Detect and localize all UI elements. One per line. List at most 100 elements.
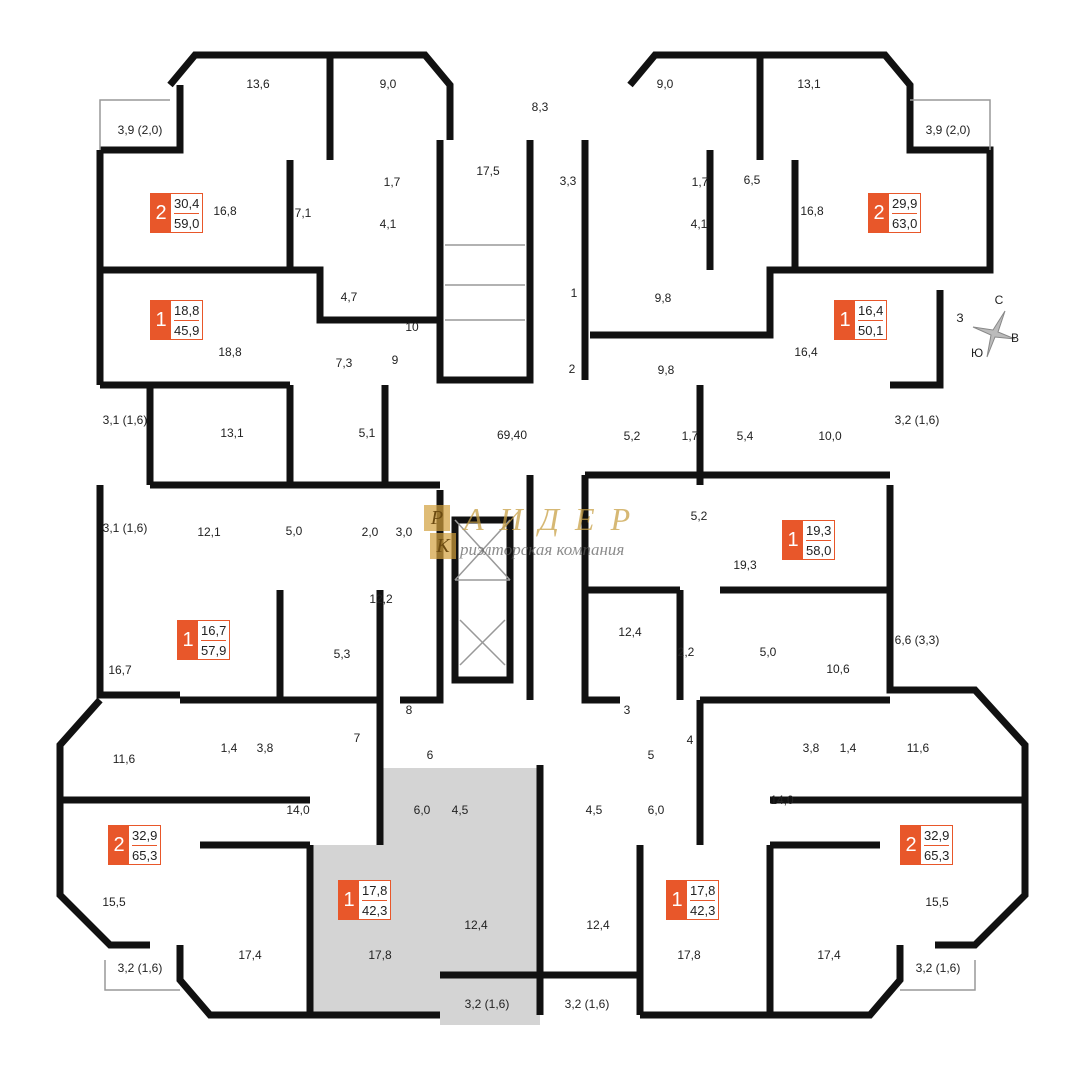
room-area-label: 6,6 (3,3) — [894, 633, 940, 647]
room-area-label: 3,2 (1,6) — [464, 997, 510, 1011]
living-area: 29,9 — [892, 194, 918, 214]
room-area-label: 12,1 — [197, 525, 221, 539]
room-count: 2 — [869, 194, 889, 232]
room-area-label: 17,8 — [368, 948, 392, 962]
room-area-label: 9 — [391, 353, 399, 367]
room-area-label: 4,7 — [340, 290, 358, 304]
room-area-label: 16,7 — [108, 663, 132, 677]
room-area-label: 3,8 — [256, 741, 274, 755]
room-area-label: 5,1 — [358, 426, 376, 440]
room-count: 1 — [667, 881, 687, 919]
room-area-label: 13,6 — [246, 77, 270, 91]
room-area-label: 3,9 (2,0) — [117, 123, 163, 137]
room-area-label: 12,4 — [618, 625, 642, 639]
room-area-label: 3,2 (1,6) — [117, 961, 163, 975]
room-area-label: 69,40 — [496, 428, 528, 442]
watermark-name: А И Д Е Р — [464, 501, 635, 537]
room-area-label: 16,4 — [794, 345, 818, 359]
living-area: 19,3 — [806, 521, 832, 541]
total-area: 42,3 — [690, 903, 716, 918]
total-area: 42,3 — [362, 903, 388, 918]
living-area: 30,4 — [174, 194, 200, 214]
compass-north: С — [994, 293, 1004, 307]
room-area-label: 4,1 — [379, 217, 397, 231]
room-count: 2 — [151, 194, 171, 232]
room-area-label: 3,2 (1,6) — [564, 997, 610, 1011]
living-area: 32,9 — [132, 826, 158, 846]
room-area-label: 2,0 — [361, 525, 379, 539]
room-area-label: 16,8 — [213, 204, 237, 218]
room-area-label: 5 — [647, 748, 655, 762]
total-area: 50,1 — [858, 323, 884, 338]
room-count: 1 — [835, 301, 855, 339]
total-area: 58,0 — [806, 543, 832, 558]
total-area: 45,9 — [174, 323, 200, 338]
room-area-label: 6,5 — [743, 173, 761, 187]
room-area-label: 3,1 (1,6) — [102, 521, 148, 535]
room-area-label: 17,5 — [476, 164, 500, 178]
room-area-label: 13,1 — [220, 426, 244, 440]
room-area-label: 5,4 — [736, 429, 754, 443]
room-area-label: 3,1 (1,6) — [102, 413, 148, 427]
room-area-label: 6,0 — [413, 803, 431, 817]
room-area-label: 11,6 — [112, 752, 136, 766]
compass-east: В — [1010, 331, 1020, 345]
total-area: 63,0 — [892, 216, 918, 231]
room-area-label: 5,3 — [333, 647, 351, 661]
watermark-logo-square: Р — [424, 505, 450, 531]
room-area-label: 10,0 — [818, 429, 842, 443]
room-count: 1 — [783, 521, 803, 559]
compass: С В Ю З — [956, 293, 1025, 365]
room-area-label: 14,0 — [286, 803, 310, 817]
compass-star-icon — [972, 310, 1016, 358]
room-area-label: 3,9 (2,0) — [925, 123, 971, 137]
total-area: 59,0 — [174, 216, 200, 231]
room-area-label: 4,1 — [690, 217, 708, 231]
room-area-label: 9,8 — [657, 363, 675, 377]
room-area-label: 7 — [353, 731, 361, 745]
room-area-label: 4,5 — [585, 803, 603, 817]
room-area-label: 3 — [623, 703, 631, 717]
room-area-label: 18,8 — [218, 345, 242, 359]
room-area-label: 15,5 — [102, 895, 126, 909]
room-area-label: 12,2 — [369, 592, 393, 606]
room-count: 1 — [178, 621, 198, 659]
living-area: 32,9 — [924, 826, 950, 846]
living-area: 18,8 — [174, 301, 200, 321]
room-area-label: 12,4 — [586, 918, 610, 932]
room-area-label: 3,0 — [395, 525, 413, 539]
room-area-label: 3,3 — [559, 174, 577, 188]
room-count: 1 — [151, 301, 171, 339]
room-area-label: 5,2 — [690, 509, 708, 523]
room-area-label: 2,2 — [677, 645, 695, 659]
room-area-label: 14,0 — [770, 793, 794, 807]
room-area-label: 17,4 — [817, 948, 841, 962]
room-area-label: 15,5 — [925, 895, 949, 909]
room-area-label: 10 — [405, 320, 419, 334]
room-area-label: 9,0 — [379, 77, 397, 91]
room-area-label: 9,0 — [656, 77, 674, 91]
room-area-label: 7,1 — [294, 206, 312, 220]
room-area-label: 1,4 — [839, 741, 857, 755]
room-area-label: 16,8 — [800, 204, 824, 218]
room-count: 2 — [901, 826, 921, 864]
total-area: 57,9 — [201, 643, 227, 658]
room-area-label: 3,8 — [802, 741, 820, 755]
room-area-label: 8 — [405, 703, 413, 717]
room-area-label: 5,2 — [623, 429, 641, 443]
room-area-label: 3,2 (1,6) — [894, 413, 940, 427]
room-area-label: 9,8 — [654, 291, 672, 305]
room-area-label: 5,0 — [759, 645, 777, 659]
room-area-label: 17,4 — [238, 948, 262, 962]
